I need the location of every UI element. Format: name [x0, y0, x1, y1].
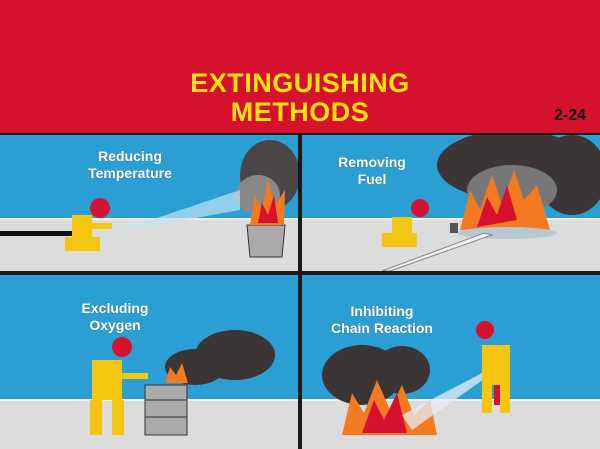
extinguisher-spray-icon	[402, 373, 484, 430]
firefighter-icon	[382, 199, 429, 247]
title-line-2: METHODS	[230, 97, 370, 127]
smoke-icon	[322, 345, 430, 405]
bucket-icon	[246, 224, 286, 258]
header-banner: EXTINGUISHING METHODS 2-24	[0, 0, 600, 133]
figure-number: 2-24	[553, 107, 586, 124]
title-line-1: EXTINGUISHING	[190, 68, 410, 98]
flame-icon	[165, 363, 188, 383]
firefighter-icon	[476, 321, 510, 413]
extinguisher-icon	[494, 375, 502, 405]
drum-icon	[144, 384, 188, 436]
water-spray-icon	[112, 190, 240, 233]
flame-icon	[250, 180, 285, 225]
hose-icon	[0, 231, 75, 236]
fuel-can-icon	[450, 223, 458, 233]
fuel-channel-icon	[381, 232, 494, 271]
firefighter-icon	[65, 198, 112, 251]
flame-icon	[460, 170, 550, 230]
firefighter-icon	[90, 337, 148, 435]
